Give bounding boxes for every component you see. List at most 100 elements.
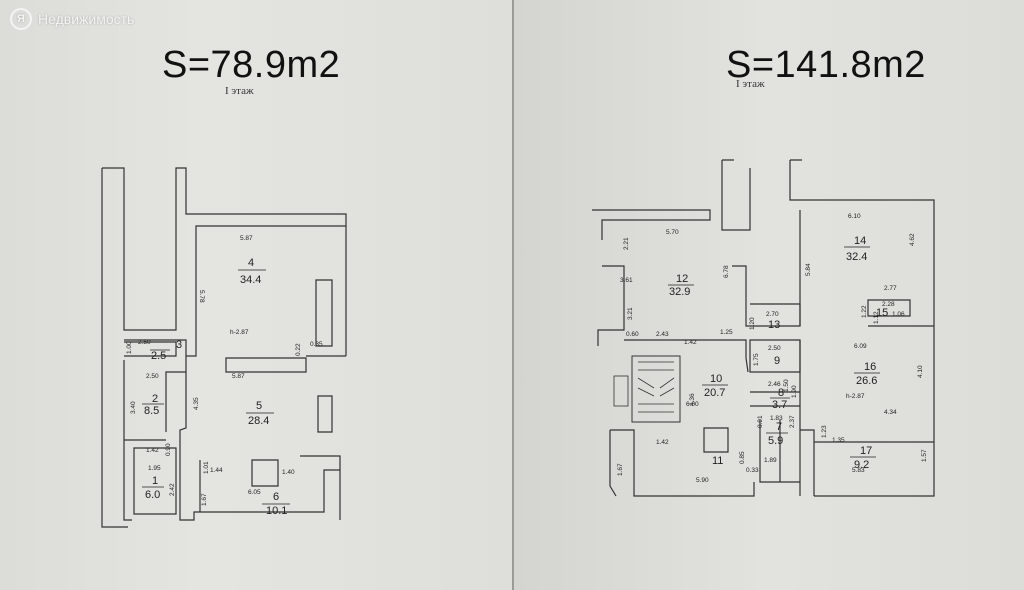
dimension-label: 5.84	[805, 263, 812, 276]
left-area-title: S=78.9m2	[162, 44, 341, 86]
right-sheet: S=141.8m2 I этаж	[514, 0, 1024, 590]
right-stair	[613, 355, 681, 423]
dimension-label: 1.12	[873, 311, 880, 324]
right-room-17: 17 9.2	[850, 445, 876, 471]
right-room-7: 7 5.9	[766, 421, 788, 447]
dimension-label: 5.70	[666, 229, 679, 236]
right-room-16: 16 26.6	[854, 361, 880, 387]
left-room-5: 5 28.4	[246, 400, 274, 427]
room-number: 4	[248, 257, 254, 269]
room-label: 32.9	[669, 286, 690, 298]
room-area: 8.5	[144, 405, 159, 417]
dimension-label: 6.78	[723, 265, 730, 278]
ceiling-height: h-2.87	[846, 393, 865, 400]
dimension-label: 1.42	[656, 439, 669, 446]
room-label: 5.9	[768, 435, 783, 447]
dimension-label: 5.83	[852, 467, 865, 474]
dimension-label: 4.10	[917, 365, 924, 378]
dimension-label: 6.05	[248, 489, 261, 496]
left-dimensions: 5.87 5.78 5.87 4.35 2.50 1.00 2.50 3.40 …	[126, 235, 323, 506]
left-room-6: 6 10.1	[262, 491, 290, 517]
room-label: 9	[774, 355, 780, 367]
room-label: 7	[776, 421, 782, 433]
dimension-label: 0.22	[295, 343, 302, 356]
room-area: 2.5	[151, 350, 166, 362]
dimension-label: 5.78	[198, 290, 205, 303]
dimension-label: 2.37	[789, 415, 796, 428]
dimension-label: 6.09	[854, 343, 867, 350]
dimension-label: 2.50	[146, 373, 159, 380]
dimension-label: 4.35	[193, 397, 200, 410]
dimension-label: 4.34	[884, 409, 897, 416]
dimension-label: 5.90	[696, 477, 709, 484]
dimension-label: 1.20	[749, 317, 756, 330]
dimension-label: 1.57	[921, 449, 928, 462]
right-room-9: 9	[774, 355, 780, 367]
realty-watermark: Я Недвижимость	[10, 8, 134, 30]
right-walls	[592, 159, 935, 497]
right-area-title: S=141.8m2	[726, 44, 926, 86]
right-room-11: 11	[712, 455, 723, 467]
room-area: 6.0	[145, 489, 160, 501]
room-label: 14	[854, 235, 866, 247]
dimension-label: 1.83	[770, 415, 783, 422]
room-number: 1	[152, 475, 158, 487]
left-room-1: 1 6.0	[142, 475, 164, 501]
right-floor-label: I этаж	[736, 78, 765, 90]
room-label: 17	[860, 445, 872, 457]
room-label: 10	[710, 373, 722, 385]
dimension-label: 3.40	[130, 401, 137, 414]
ceiling-height: h-2.87	[230, 329, 249, 336]
dimension-label: 1.25	[720, 329, 733, 336]
dimension-label: 1.01	[203, 461, 210, 474]
room-label: 20.7	[704, 387, 725, 399]
left-floor-label: I этаж	[225, 85, 254, 97]
room-number: 3	[176, 339, 182, 351]
left-room-3: 3 2.5	[150, 339, 182, 362]
dimension-label: 1.42	[146, 447, 159, 454]
dimension-label: 2.46	[768, 381, 781, 388]
right-dimensions: 5.70 2.21 6.78 3.61 3.21 0.60 2.43 1.42 …	[617, 213, 928, 484]
room-label: 26.6	[856, 375, 877, 387]
left-room-2: 2 8.5	[142, 393, 164, 417]
dimension-label: 0.90	[165, 443, 172, 456]
room-label: 11	[712, 455, 723, 467]
room-area: 34.4	[240, 274, 261, 286]
dimension-label: 1.95	[148, 465, 161, 472]
dimension-label: 1.42	[684, 339, 697, 346]
dimension-label: 2.50	[768, 345, 781, 352]
dimension-label: 1.44	[210, 467, 223, 474]
dimension-label: 1.06	[892, 311, 905, 318]
dimension-label: 1.40	[282, 469, 295, 476]
room-label: 32.4	[846, 251, 867, 263]
dimension-label: 6.00	[686, 401, 699, 408]
dimension-label: 2.28	[882, 301, 895, 308]
dimension-label: 0.33	[746, 467, 759, 474]
dimension-label: 2.21	[623, 237, 630, 250]
dimension-label: 2.43	[656, 331, 669, 338]
room-label: 13	[768, 319, 780, 331]
room-label: 12	[676, 273, 688, 285]
right-room-8: 8 3.7	[770, 387, 790, 411]
room-label: 15	[876, 307, 888, 319]
dimension-label: 0.91	[757, 415, 764, 428]
room-label: 8	[778, 387, 784, 399]
dimension-label: 2.77	[884, 285, 897, 292]
dimension-label: 4.36	[689, 393, 696, 406]
dimension-label: 0.60	[626, 331, 639, 338]
room-area: 10.1	[266, 505, 287, 517]
left-sheet: S=78.9m2 I этаж 4 34.4	[0, 0, 512, 590]
dimension-label: 1.50	[783, 379, 790, 392]
dimension-label: 1.23	[821, 425, 828, 438]
room-label: 3.7	[772, 399, 787, 411]
room-area: 28.4	[248, 415, 269, 427]
dimension-label: 5.87	[240, 235, 253, 242]
dimension-label: 1.00	[126, 341, 133, 354]
dimension-label: 6.10	[848, 213, 861, 220]
dimension-label: 2.42	[169, 483, 176, 496]
left-walls	[101, 167, 347, 528]
room-number: 2	[152, 393, 158, 405]
dimension-label: 4.62	[909, 233, 916, 246]
room-number: 6	[273, 491, 279, 503]
yandex-logo-icon: Я	[10, 8, 32, 30]
